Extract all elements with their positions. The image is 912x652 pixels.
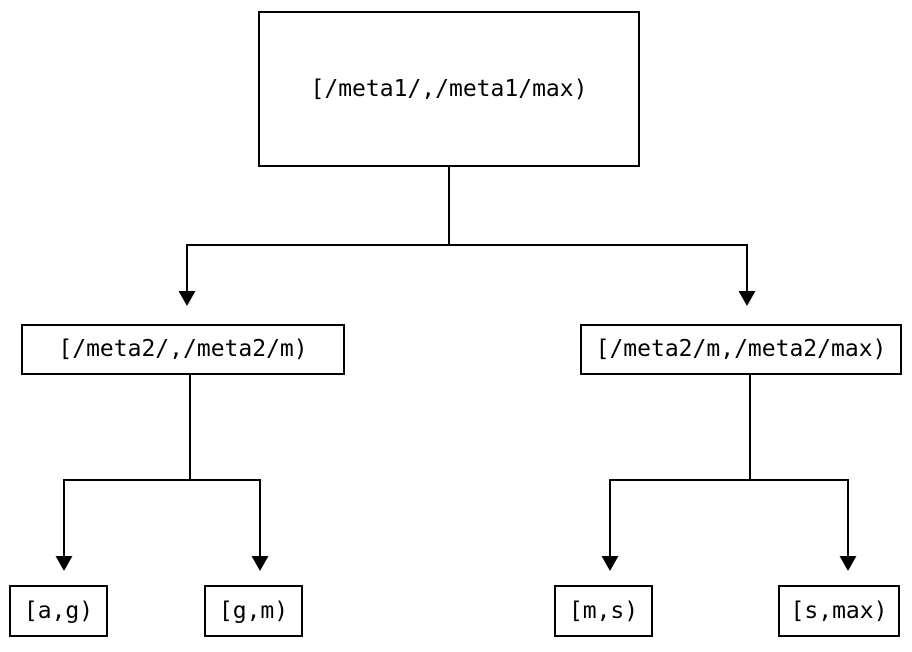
tree-leaf-g-m-label: [g,m): [218, 597, 289, 624]
tree-leaf-g-m[interactable]: [g,m): [204, 585, 303, 637]
tree-leaf-a-g-label: [a,g): [23, 597, 94, 624]
tree-node-root-label: [/meta1/,/meta1/max): [310, 75, 588, 102]
tree-leaf-s-max-label: [s,max): [790, 597, 888, 624]
tree-node-meta2-upper[interactable]: [/meta2/m,/meta2/max): [580, 324, 902, 375]
arrowhead-root-to-left: [178, 291, 196, 306]
tree-leaf-m-s-label: [m,s): [568, 597, 639, 624]
tree-leaf-m-s[interactable]: [m,s): [554, 585, 653, 637]
tree-leaf-a-g[interactable]: [a,g): [9, 585, 108, 637]
tree-node-root[interactable]: [/meta1/,/meta1/max): [258, 11, 640, 167]
arrowhead-right-to-leaf3: [601, 556, 619, 571]
arrowhead-root-to-right: [738, 291, 756, 306]
tree-node-meta2-lower[interactable]: [/meta2/,/meta2/m): [21, 324, 345, 375]
arrowhead-left-to-leaf1: [55, 556, 73, 571]
tree-node-meta2-lower-label: [/meta2/,/meta2/m): [58, 336, 308, 362]
arrowhead-left-to-leaf2: [251, 556, 269, 571]
tree-leaf-s-max[interactable]: [s,max): [778, 585, 900, 637]
arrowhead-right-to-leaf4: [839, 556, 857, 571]
tree-node-meta2-upper-label: [/meta2/m,/meta2/max): [595, 336, 887, 362]
